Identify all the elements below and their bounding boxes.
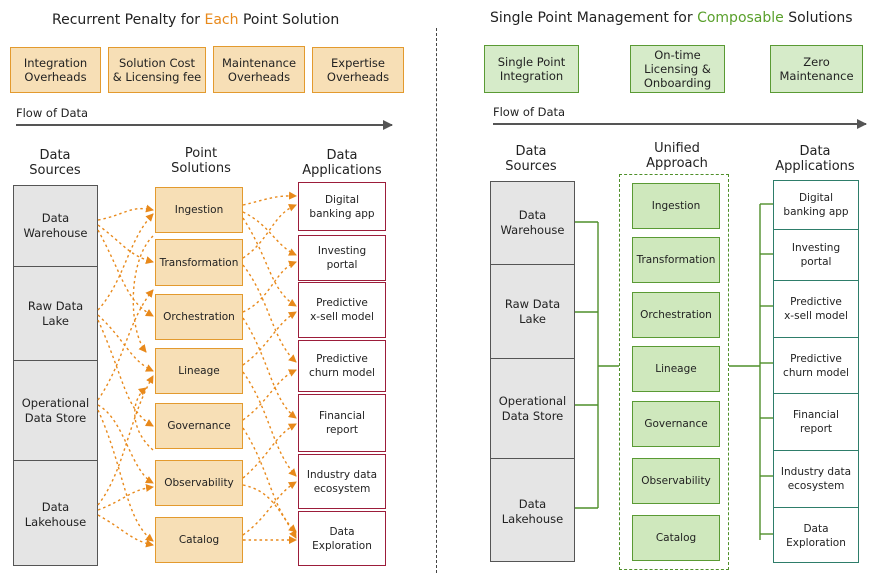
- cost-box-maintenance-overheads: Maintenance Overheads: [213, 46, 305, 93]
- cost-box-label: On-time Licensing & Onboarding: [643, 48, 712, 90]
- solution-label: Ingestion: [174, 204, 224, 216]
- cost-box-integration-overheads: Integration Overheads: [10, 47, 101, 93]
- solution-label: Catalog: [655, 532, 697, 544]
- solution-label: Observability: [164, 477, 234, 489]
- panel-divider: [436, 28, 437, 573]
- source-raw-data-lake: Raw Data Lake: [14, 266, 97, 361]
- source-operational-data-store: Operational Data Store: [14, 360, 97, 461]
- cost-box-zero-maintenance: Zero Maintenance: [770, 45, 863, 93]
- app-data-exploration: Data Exploration: [774, 507, 858, 564]
- cost-box-on-time-licensing: On-time Licensing & Onboarding: [630, 45, 725, 93]
- solution-transformation: Transformation: [632, 237, 720, 283]
- right-data-sources-column: Data Warehouse Raw Data Lake Operational…: [490, 181, 575, 562]
- solution-label: Governance: [167, 420, 231, 432]
- cost-box-label: Solution Cost & Licensing fee: [112, 56, 202, 84]
- source-operational-data-store: Operational Data Store: [491, 358, 574, 459]
- right-title-highlight: Composable: [697, 10, 784, 26]
- unified-approach-frame: [619, 174, 729, 570]
- right-unified-connectors: [575, 203, 773, 540]
- app-investing-portal: Investing portal: [298, 235, 386, 281]
- app-predictive-churn: Predictive churn model: [298, 340, 386, 392]
- left-apps-header: Data Applications: [302, 148, 382, 178]
- app-predictive-xsell: Predictive x-sell model: [774, 280, 858, 337]
- source-data-warehouse: Data Warehouse: [23, 211, 88, 240]
- app-industry-data-ecosystem: Industry data ecosystem: [774, 450, 858, 507]
- solution-label: Ingestion: [651, 200, 701, 212]
- source-raw-data-lake: Raw Data Lake: [491, 264, 574, 359]
- source-data-lakehouse: Data Lakehouse: [14, 460, 97, 568]
- left-title: Recurrent Penalty for Each Point Solutio…: [52, 12, 339, 28]
- app-predictive-churn: Predictive churn model: [774, 337, 858, 393]
- cost-box-expertise-overheads: Expertise Overheads: [312, 47, 404, 93]
- app-predictive-xsell: Predictive x-sell model: [298, 282, 386, 338]
- app-digital-banking: Digital banking app: [783, 192, 849, 218]
- app-digital-banking: Digital banking app: [298, 182, 386, 231]
- solution-label: Observability: [641, 475, 711, 487]
- right-title: Single Point Management for Composable S…: [490, 10, 853, 26]
- solution-label: Transformation: [636, 254, 716, 266]
- right-solutions-header: Unified Approach: [646, 141, 708, 171]
- left-title-suffix: Point Solution: [238, 12, 340, 28]
- cost-box-label: Integration Overheads: [23, 56, 88, 84]
- left-data-applications-column: Digital banking app Investing portal Pre…: [298, 182, 386, 566]
- right-data-applications-column: Digital banking app Investing portal Pre…: [773, 180, 859, 563]
- cost-box-label: Expertise Overheads: [326, 56, 390, 84]
- solution-label: Transformation: [159, 256, 239, 269]
- solution-ingestion: Ingestion: [155, 187, 243, 233]
- solution-label: Orchestration: [640, 309, 712, 321]
- left-point-to-point-connections: [97, 191, 297, 548]
- left-data-sources-column: Data Warehouse Raw Data Lake Operational…: [13, 185, 98, 566]
- right-title-suffix: Solutions: [783, 10, 853, 26]
- solution-label: Governance: [644, 418, 708, 430]
- solution-orchestration: Orchestration: [632, 292, 720, 338]
- solution-ingestion: Ingestion: [632, 183, 720, 229]
- left-title-highlight: Each: [204, 12, 239, 28]
- solution-orchestration: Orchestration: [155, 294, 243, 340]
- solution-lineage: Lineage: [155, 348, 243, 394]
- solution-label: Orchestration: [163, 311, 235, 323]
- left-solutions-header: Point Solutions: [171, 146, 231, 176]
- solution-catalog: Catalog: [632, 515, 720, 561]
- cost-box-solution-cost: Solution Cost & Licensing fee: [108, 47, 206, 93]
- solution-label: Lineage: [178, 365, 220, 377]
- app-industry-data-ecosystem: Industry data ecosystem: [298, 454, 386, 509]
- solution-catalog: Catalog: [155, 517, 243, 563]
- source-data-lakehouse: Data Lakehouse: [491, 458, 574, 564]
- cost-box-label: Single Point Integration: [497, 55, 566, 83]
- solution-governance: Governance: [155, 403, 243, 449]
- left-flow-label: Flow of Data: [16, 106, 89, 120]
- right-flow-label: Flow of Data: [493, 105, 566, 119]
- right-sources-header: Data Sources: [505, 144, 557, 174]
- cost-box-single-point-integration: Single Point Integration: [484, 45, 579, 93]
- left-title-prefix: Recurrent Penalty for: [52, 12, 205, 28]
- cost-box-label: Zero Maintenance: [779, 55, 854, 83]
- right-title-prefix: Single Point Management for: [490, 10, 698, 26]
- solution-transformation: Transformation: [155, 239, 243, 286]
- app-financial-report: Financial report: [298, 394, 386, 452]
- left-sources-header: Data Sources: [29, 148, 81, 178]
- solution-lineage: Lineage: [632, 346, 720, 392]
- solution-governance: Governance: [632, 401, 720, 447]
- app-investing-portal: Investing portal: [774, 229, 858, 280]
- solution-observability: Observability: [632, 458, 720, 504]
- solution-label: Catalog: [178, 534, 220, 546]
- cost-box-label: Maintenance Overheads: [221, 55, 297, 84]
- source-data-warehouse: Data Warehouse: [500, 208, 565, 237]
- app-financial-report: Financial report: [774, 393, 858, 450]
- right-apps-header: Data Applications: [775, 144, 855, 174]
- solution-observability: Observability: [155, 460, 243, 506]
- solution-label: Lineage: [655, 363, 697, 375]
- app-data-exploration: Data Exploration: [298, 511, 386, 566]
